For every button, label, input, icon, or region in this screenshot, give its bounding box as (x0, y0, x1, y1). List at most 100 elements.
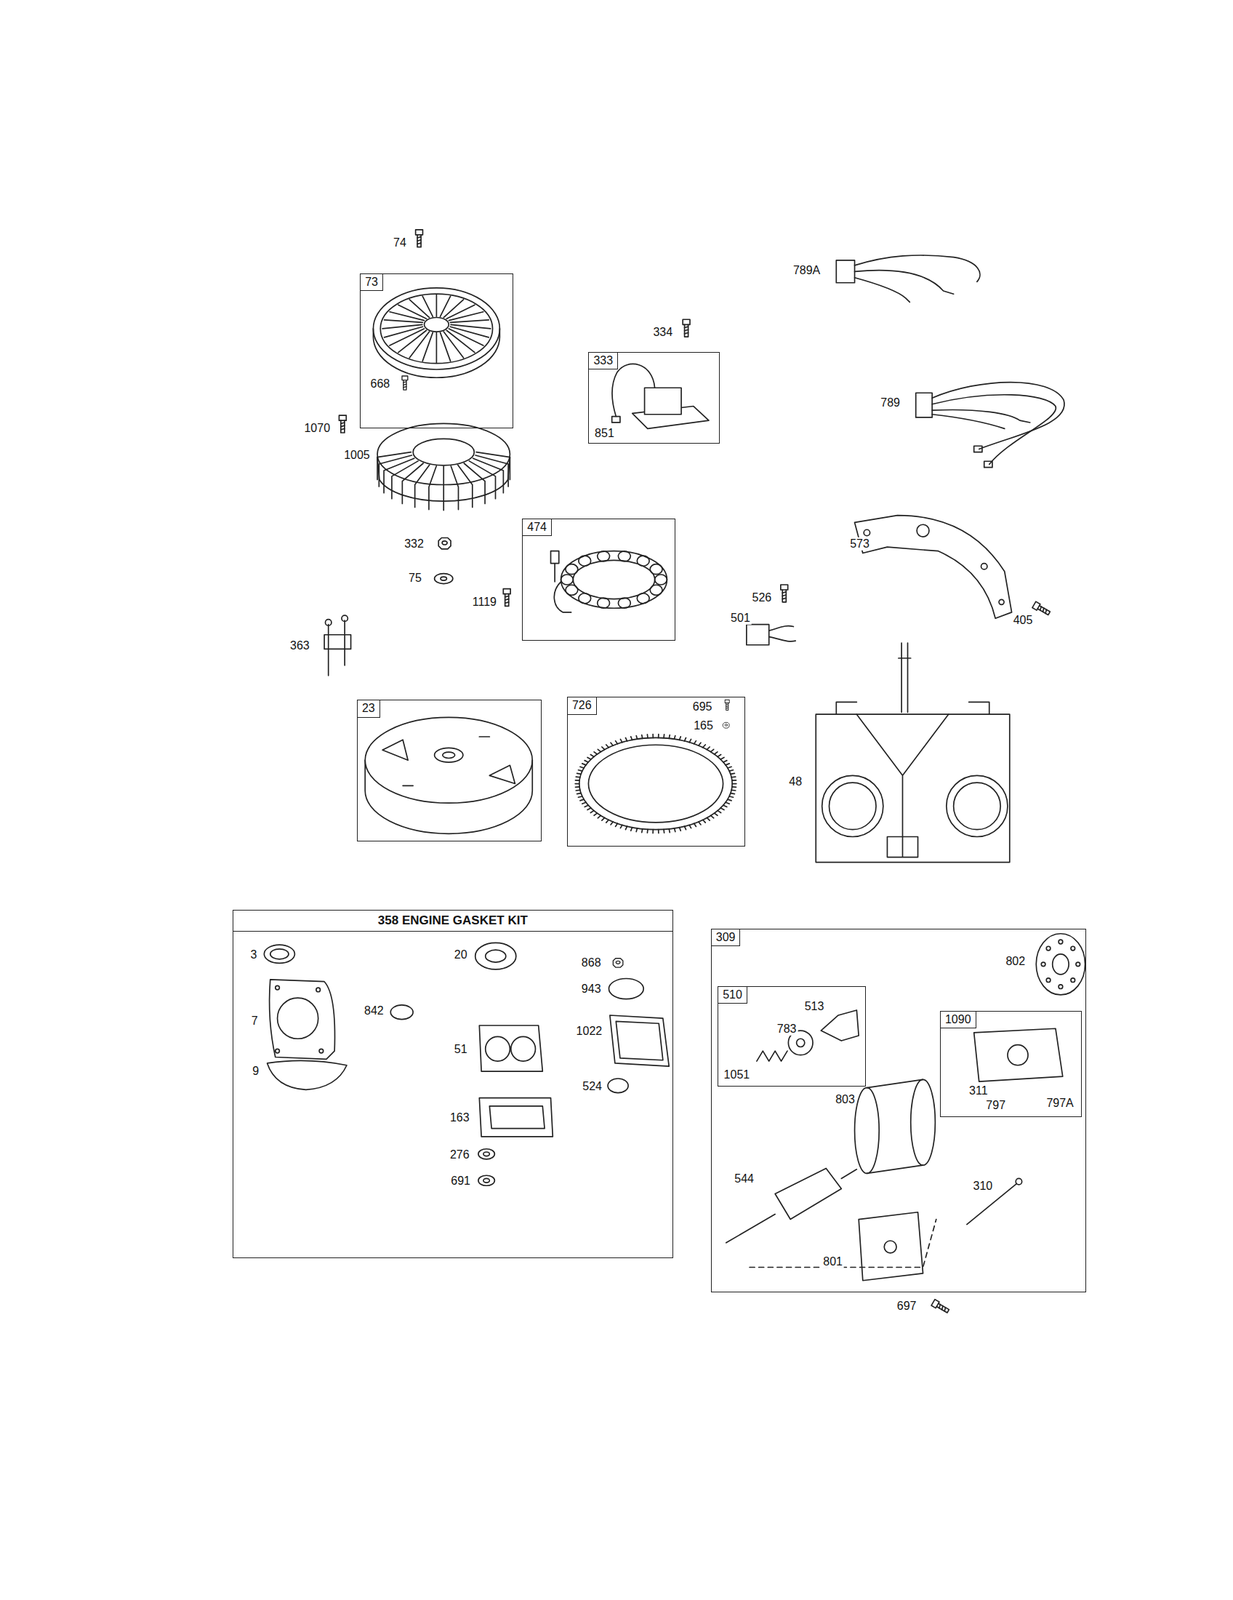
gasket-parts (475, 942, 517, 969)
blower-screen (382, 324, 423, 329)
ring-gear (587, 757, 592, 760)
alternator-stator (649, 564, 663, 575)
wire-harness (932, 414, 1005, 429)
blower-screen (389, 311, 424, 321)
group-number: 474 (522, 519, 552, 536)
gasket-parts (277, 997, 319, 1039)
ring-gear (575, 779, 580, 781)
callout-number: 943 (580, 982, 603, 996)
ring-gear (636, 735, 637, 740)
callout-number: 789A (791, 263, 822, 277)
ring-gear (582, 763, 586, 765)
ring-gear (575, 788, 581, 791)
ring-gear (601, 817, 605, 821)
group-number: 726 (567, 697, 597, 714)
ring-gear (580, 798, 584, 801)
wire-harness (854, 277, 911, 303)
ground-bracket (328, 620, 345, 676)
callout-number: 797A (1044, 1096, 1075, 1110)
fan (428, 466, 437, 510)
fan (391, 460, 419, 499)
bolt-icons (724, 699, 730, 710)
ring-gear (577, 772, 581, 774)
blower-screen (380, 293, 493, 363)
callout-number: 868 (580, 956, 603, 970)
blower-screen (446, 304, 475, 319)
ring-gear (730, 793, 735, 794)
ring-gear (731, 775, 736, 778)
ring-gear (597, 748, 601, 751)
gasket-parts (275, 985, 280, 990)
gasket-parts (478, 1148, 495, 1159)
alternator-stator (655, 574, 668, 585)
bolt-icons (780, 584, 789, 602)
starter-motor (1058, 984, 1063, 989)
callout-number: 165 (692, 719, 715, 733)
callout-number: 783 (775, 1021, 799, 1035)
ring-gear (625, 825, 627, 830)
alternator-stator (617, 551, 631, 562)
ring-gear (588, 744, 723, 823)
ring-gear (615, 822, 618, 826)
regulator (746, 624, 796, 645)
ground-bracket (324, 619, 331, 626)
ring-gear (673, 735, 675, 740)
ring-gear (706, 746, 710, 750)
blower-screen (398, 330, 427, 352)
part-group-box: 1090311797797A (940, 1010, 1082, 1117)
callout-number: 311 (967, 1083, 990, 1098)
alternator-stator (551, 551, 560, 582)
callout-number: 332 (402, 536, 426, 550)
ring-gear (641, 828, 644, 833)
blower-screen (409, 299, 429, 318)
wire-harness (854, 255, 981, 282)
callout-number: 544 (732, 1171, 756, 1186)
ring-gear (727, 766, 732, 768)
ring-gear (575, 785, 580, 788)
ring-gear (615, 740, 618, 744)
flywheel (442, 751, 456, 758)
alternator-stator (565, 564, 578, 575)
kit-title: 358 ENGINE GASKET KIT (233, 910, 673, 932)
starter-motor (910, 1078, 936, 1165)
gasket-parts (478, 1174, 495, 1186)
wire-harness (932, 394, 1056, 465)
starter-motor (841, 1169, 857, 1179)
ring-gear (641, 735, 644, 739)
gasket-parts (263, 944, 295, 963)
part-group-box: 474 (521, 518, 675, 641)
ignition-coil (612, 363, 709, 429)
fan (442, 466, 445, 510)
blower-screen (450, 319, 489, 323)
part-group-box: 73668 (359, 273, 513, 429)
engine-block (836, 701, 989, 857)
fan (458, 464, 473, 507)
callout-number: 310 (972, 1179, 995, 1193)
callout-number: 163 (448, 1110, 472, 1124)
blower-screen (436, 332, 438, 363)
blower-screen (439, 332, 451, 361)
ring-gear (582, 801, 586, 804)
alternator-stator (561, 551, 668, 609)
ring-gear (723, 760, 728, 762)
callout-number: 697 (895, 1298, 919, 1312)
engine-block (946, 774, 1008, 837)
callout-number: 851 (593, 426, 616, 440)
ring-gear (610, 742, 613, 746)
starter-motor (974, 1027, 1063, 1082)
fan (415, 464, 430, 507)
fan (463, 463, 485, 504)
ring-gear (711, 814, 714, 818)
wire-harness (974, 445, 993, 467)
ring-gear (606, 744, 609, 748)
alternator-stator (597, 597, 610, 608)
ring-gear (593, 812, 597, 815)
starter-motor (1015, 1177, 1022, 1184)
starter-motor (1075, 961, 1081, 967)
engine-block (815, 642, 1010, 863)
bolt-icons (612, 958, 623, 967)
gasket-parts (270, 948, 289, 959)
blower-screen (422, 332, 433, 361)
alternator-stator (617, 597, 631, 608)
